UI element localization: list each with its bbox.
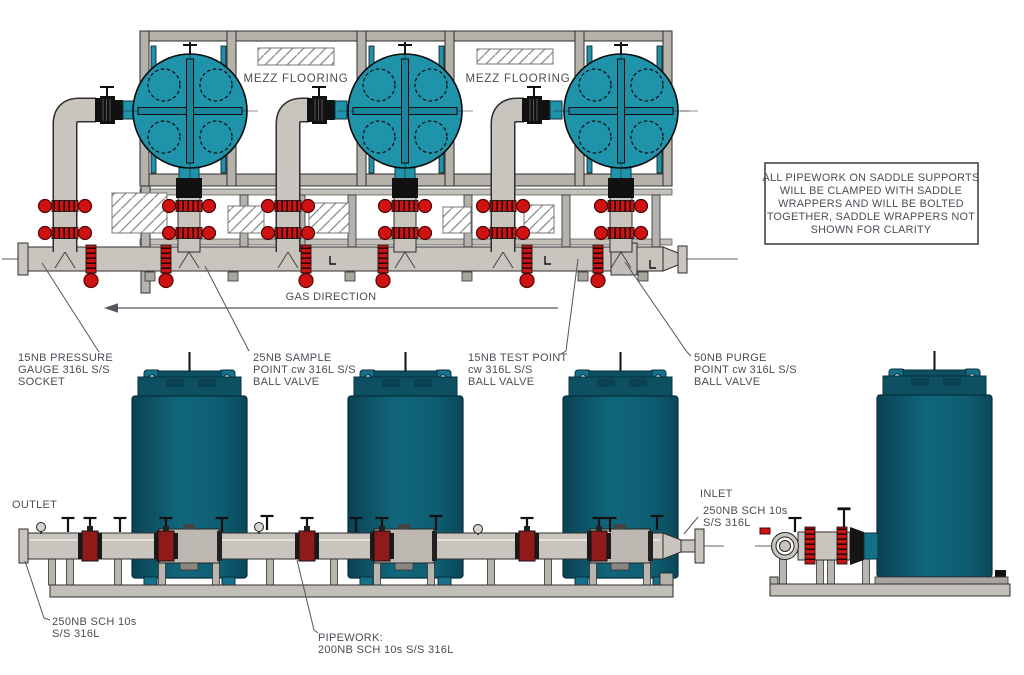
vessel-inlet-coupling <box>94 86 136 125</box>
callout-inlet-spec: 250NB SCH 10s S/S 316L <box>703 505 788 529</box>
outlet-flange-plan <box>17 242 29 276</box>
svg-text:250NB SCH 10s: 250NB SCH 10s <box>703 505 788 517</box>
svg-text:PIPEWORK:: PIPEWORK: <box>318 632 383 644</box>
skid-base <box>49 572 674 598</box>
mezz-flooring-hatch-1 <box>257 47 335 66</box>
purge-flange <box>677 245 688 274</box>
side-vessel <box>876 350 993 578</box>
inlet-label: INLET <box>700 488 733 500</box>
svg-text:SOCKET: SOCKET <box>18 376 65 388</box>
pressure-gauges <box>36 522 483 535</box>
valve-lever <box>759 527 771 535</box>
vessel-inlet-coupling <box>521 86 563 125</box>
svg-text:S/S 316L: S/S 316L <box>703 517 751 529</box>
side-supports <box>779 558 870 586</box>
riser-pipes <box>52 97 524 252</box>
svg-text:POINT cw 316L S/S: POINT cw 316L S/S <box>253 364 356 376</box>
svg-text:BALL VALVE: BALL VALVE <box>253 376 319 388</box>
callout-purge-point: 50NB PURGE POINT cw 316L S/S BALL VALVE <box>694 352 797 388</box>
plan-header-pipe <box>2 242 738 282</box>
mezz-flooring-label-1: MEZZ FLOORING <box>244 73 349 85</box>
drain-fitting <box>995 570 1006 578</box>
svg-text:50NB PURGE: 50NB PURGE <box>694 352 767 364</box>
callout-test-point: 15NB TEST POINT cw 316L S/S BALL VALVE <box>468 352 567 388</box>
inlet-flange <box>694 528 705 564</box>
outlet-flange <box>18 528 29 564</box>
svg-text:250NB SCH 10s: 250NB SCH 10s <box>52 616 137 628</box>
note-line: WRAPPERS AND WILL BE BOLTED <box>778 198 964 210</box>
vessel-inlet-coupling <box>306 86 348 125</box>
plan-view: MEZZ FLOORING MEZZ FLOORING <box>2 30 738 313</box>
gas-direction-arrow <box>104 303 558 313</box>
note-line: TOGETHER, SADDLE WRAPPERS NOT <box>767 211 975 223</box>
callout-pipework-spec: PIPEWORK: 200NB SCH 10s S/S 316L <box>318 632 454 656</box>
svg-text:BALL VALVE: BALL VALVE <box>468 376 534 388</box>
plan-callouts: 15NB PRESSURE GAUGE 316L S/S SOCKET 25NB… <box>18 258 797 388</box>
outlet-label: OUTLET <box>12 499 57 511</box>
side-inlet-pipework <box>755 507 879 565</box>
mezz-flooring-label-2: MEZZ FLOORING <box>466 73 571 85</box>
note-line: SHOWN FOR CLARITY <box>811 224 932 236</box>
svg-text:POINT cw 316L S/S: POINT cw 316L S/S <box>694 364 797 376</box>
svg-text:cw 316L S/S: cw 316L S/S <box>468 364 533 376</box>
note-line: WILL BE CLAMPED WITH SADDLE <box>780 185 962 197</box>
svg-text:15NB TEST POINT: 15NB TEST POINT <box>468 352 567 364</box>
bottom-callouts: OUTLET 250NB SCH 10s S/S 316L PIPEWORK: … <box>12 488 788 656</box>
side-skid-base <box>769 576 1011 597</box>
front-header-pipe <box>18 528 724 564</box>
svg-text:15NB PRESSURE: 15NB PRESSURE <box>18 352 113 364</box>
floor-hatch-panels <box>111 192 555 234</box>
mezz-flooring-hatch-2 <box>476 48 554 65</box>
svg-text:GAUGE 316L S/S: GAUGE 316L S/S <box>18 364 110 376</box>
svg-text:25NB SAMPLE: 25NB SAMPLE <box>253 352 332 364</box>
note-line: ALL PIPEWORK ON SADDLE SUPPORTS <box>763 172 980 184</box>
svg-text:S/S 316L: S/S 316L <box>52 628 100 640</box>
svg-text:BALL VALVE: BALL VALVE <box>694 376 760 388</box>
callout-pressure-gauge: 15NB PRESSURE GAUGE 316L S/S SOCKET <box>18 352 113 388</box>
side-elevation <box>755 350 1011 597</box>
svg-text:200NB SCH 10s S/S 316L: 200NB SCH 10s S/S 316L <box>318 644 454 656</box>
front-elevation <box>18 351 724 598</box>
gas-direction-label: GAS DIRECTION <box>286 291 377 303</box>
note-box: ALL PIPEWORK ON SADDLE SUPPORTS WILL BE … <box>763 162 980 245</box>
callout-sample-point: 25NB SAMPLE POINT cw 316L S/S BALL VALVE <box>253 352 356 388</box>
callout-outlet-spec: 250NB SCH 10s S/S 316L <box>52 616 137 640</box>
